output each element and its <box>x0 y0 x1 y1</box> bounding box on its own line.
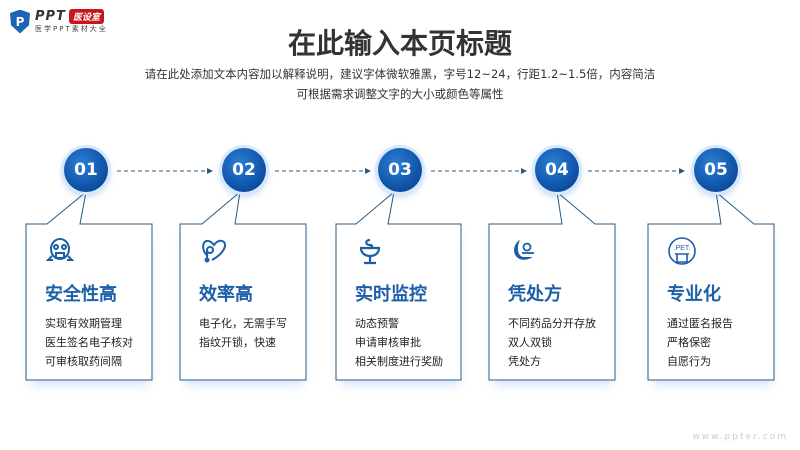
card-line: 指纹开锁，快速 <box>199 336 276 349</box>
care-hand-icon <box>514 240 534 260</box>
card-line: 自愿行为 <box>667 355 711 368</box>
card-line: 可审核取药间隔 <box>45 355 122 368</box>
step-circle-1: 01 <box>64 148 108 192</box>
page-title: 在此输入本页标题 <box>287 27 512 60</box>
watermark: www.ppter.com <box>692 432 788 442</box>
step-card-3: 实时监控 动态预警申请审核审批相关制度进行奖励 <box>337 224 463 380</box>
card-title: 凭处方 <box>508 284 562 305</box>
step-card-1: 安全性高 实现有效期管理医生签名电子核对可审核取药间隔 <box>27 224 153 380</box>
logo-subtitle: 医学PPT素材大全 <box>35 25 108 33</box>
card-line: 凭处方 <box>508 355 541 368</box>
step-card-4: 凭处方 不同药品分开存放双人双锁凭处方 <box>490 224 616 380</box>
card-title: 实时监控 <box>355 284 427 305</box>
pet-icon-text: .PET. <box>674 245 691 252</box>
card-line: 实现有效期管理 <box>45 317 122 330</box>
step-card-2: 效率高 电子化，无需手写指纹开锁，快速 <box>181 224 307 380</box>
card-frame-5 <box>647 190 775 381</box>
card-line: 双人双锁 <box>508 336 552 349</box>
card-frame-4 <box>488 190 616 381</box>
pharmacy-bowl-icon <box>359 238 381 265</box>
logo-badge: 医设室 <box>68 9 104 24</box>
subtitle-line-2: 可根据需求调整文字的大小或颜色等属性 <box>296 87 504 101</box>
step-circle-4: 04 <box>535 148 579 192</box>
card-frame-1 <box>25 190 153 381</box>
card-line: 医生签名电子核对 <box>45 336 133 349</box>
card-line: 申请审核审批 <box>355 336 421 349</box>
subtitle-line-1: 请在此处添加文本内容加以解释说明，建议字体微软雅黑，字号12~24，行距1.2~… <box>144 67 656 81</box>
shield-logo-icon: P <box>10 9 30 34</box>
pet-scan-icon: .PET. <box>668 237 696 265</box>
card-title: 效率高 <box>199 284 253 305</box>
card-line: 不同药品分开存放 <box>508 317 596 330</box>
card-line: 动态预警 <box>355 317 399 330</box>
card-frame-3 <box>335 190 462 381</box>
step-circle-5: 05 <box>694 148 738 192</box>
step-circle-2: 02 <box>222 148 266 192</box>
card-line: 电子化，无需手写 <box>199 317 287 330</box>
card-line: 严格保密 <box>667 336 711 349</box>
step-card-5: .PET. 专业化 通过匿名报告严格保密自愿行为 <box>649 224 775 380</box>
card-line: 通过匿名报告 <box>667 317 733 330</box>
step-circle-3: 03 <box>378 148 422 192</box>
logo-name: PPT <box>35 9 66 24</box>
card-title: 专业化 <box>667 284 721 305</box>
card-line: 相关制度进行奖励 <box>355 355 443 368</box>
card-title: 安全性高 <box>45 284 117 305</box>
stethoscope-heart-icon <box>202 239 226 263</box>
gas-mask-icon <box>45 238 75 261</box>
card-frame-2 <box>179 190 307 381</box>
logo-mark: P <box>15 14 25 29</box>
